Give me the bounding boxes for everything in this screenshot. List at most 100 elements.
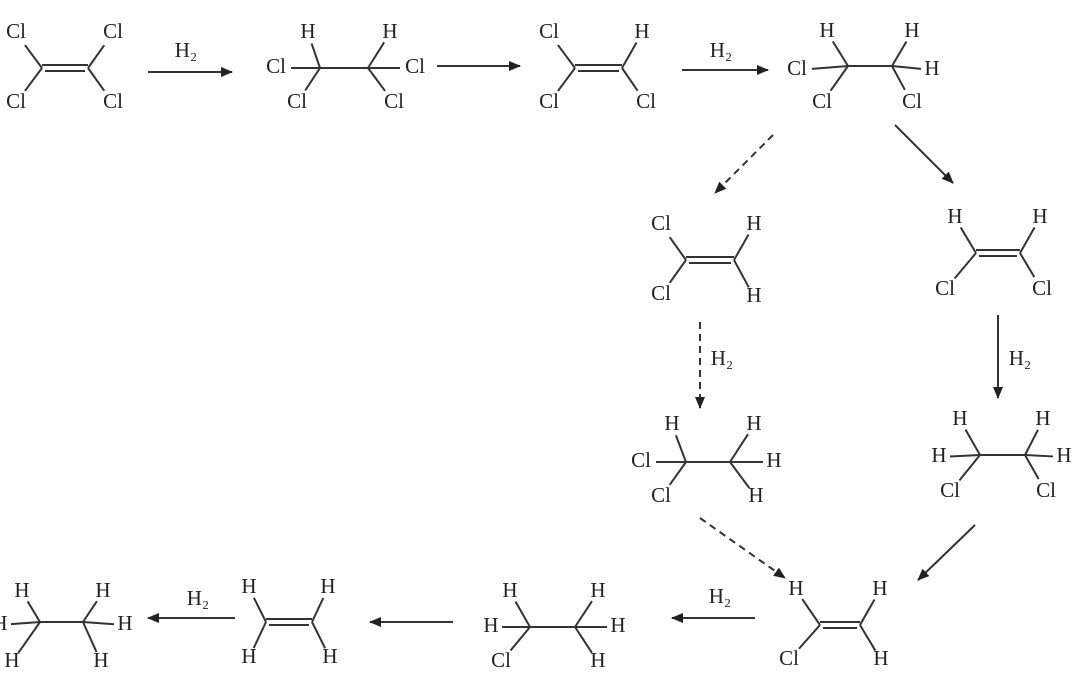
bond-line (674, 434, 687, 463)
bond-line (891, 65, 906, 91)
reaction-arrow (714, 134, 774, 194)
atom-label: H (748, 483, 763, 507)
reagent-label: H₂ (711, 346, 734, 370)
atom-label: H (873, 646, 888, 670)
atom-label: H (117, 611, 132, 635)
atom-label: Cl (539, 19, 559, 43)
atom-label: H (634, 19, 649, 43)
atom-label: H (382, 19, 397, 43)
bond-line (729, 433, 749, 463)
bond-line (367, 41, 385, 69)
bond-line (831, 40, 849, 67)
atom-label: Cl (631, 448, 651, 472)
atom-label: Cl (266, 54, 286, 78)
reaction-arrow: H₂ (682, 38, 769, 75)
bond-line (829, 65, 849, 92)
atom-label: Cl (405, 54, 425, 78)
atom-label: Cl (103, 89, 123, 113)
reaction-arrow (699, 517, 786, 579)
bond-line (949, 454, 981, 458)
atom-label: Cl (651, 211, 671, 235)
atom-label: H (746, 283, 761, 307)
reaction-arrow (917, 524, 976, 581)
atom-label: H (610, 613, 625, 637)
atom-label: H (872, 576, 887, 600)
atom-label: Cl (539, 89, 559, 113)
atom-label: H (0, 611, 8, 635)
atom-label: H (952, 406, 967, 430)
atom-label: H (931, 443, 946, 467)
bond-line (311, 597, 325, 623)
atom-label: H (241, 644, 256, 668)
reagent-label: H₂ (175, 38, 198, 62)
atom-label: H (590, 578, 605, 602)
bond-line (82, 621, 115, 626)
bond-line (253, 597, 267, 623)
bond-line (891, 40, 908, 67)
atom-label: H (1032, 204, 1047, 228)
arrow-line (917, 524, 976, 581)
bond-line (1019, 252, 1036, 278)
atom-label: Cl (1036, 478, 1056, 502)
reagent-label: H₂ (187, 586, 210, 610)
reagent-label: H₂ (709, 584, 732, 608)
atom-label: Cl (779, 646, 799, 670)
bond-line (668, 259, 687, 284)
reagent-label: H₂ (1009, 346, 1032, 370)
atom-label: Cl (651, 281, 671, 305)
bond-line (798, 624, 821, 650)
dashed-arrow-line (699, 517, 786, 579)
atom-label: H (95, 578, 110, 602)
bond-line (1024, 429, 1039, 456)
atom-label: Cl (636, 89, 656, 113)
atom-label: Cl (491, 648, 511, 672)
atom-label: Cl (902, 89, 922, 113)
atom-label: H (947, 204, 962, 228)
atom-label: H (502, 578, 517, 602)
bond-line (801, 598, 821, 626)
atom-label: H (904, 18, 919, 42)
bond-line (959, 226, 977, 254)
dashed-arrow-line (714, 134, 774, 194)
bond-line (24, 67, 43, 92)
atom-label: H (1035, 406, 1050, 430)
bond-line (1024, 454, 1054, 458)
bond-line (733, 234, 750, 261)
atom-label: Cl (384, 89, 404, 113)
reaction-arrow (894, 124, 954, 184)
atom-label: H (664, 411, 679, 435)
atom-label: H (241, 574, 256, 598)
atom-label: H (1056, 443, 1071, 467)
bond-line (621, 42, 638, 69)
atom-label: Cl (787, 56, 807, 80)
bond-line (574, 626, 593, 654)
atom-label: H (320, 574, 335, 598)
bond-line (668, 236, 687, 261)
bond-line (859, 624, 877, 652)
atom-label: H (590, 648, 605, 672)
atom-label: H (766, 448, 781, 472)
bond-line (958, 454, 981, 481)
atom-label: Cl (651, 483, 671, 507)
bond-line (574, 600, 593, 628)
atom-label: H (746, 211, 761, 235)
bond-line (621, 67, 639, 92)
bond-line (859, 599, 876, 626)
bond-line (1024, 454, 1040, 480)
atom-label: Cl (812, 89, 832, 113)
atom-label: Cl (287, 89, 307, 113)
reaction-arrow: H₂ (993, 315, 1032, 399)
bond-line (26, 600, 41, 623)
bond-line (82, 621, 98, 653)
atom-label: H (788, 576, 803, 600)
atom-label: H (300, 19, 315, 43)
